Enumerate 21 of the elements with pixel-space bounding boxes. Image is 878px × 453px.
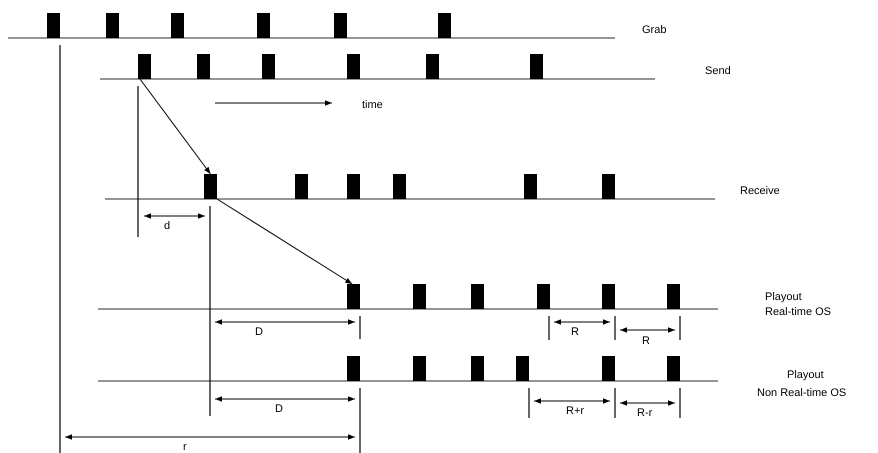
dimension-label: D bbox=[275, 403, 283, 415]
row-label: Playout bbox=[787, 369, 824, 381]
row-label: Grab bbox=[642, 24, 666, 36]
axis-label: time bbox=[362, 99, 383, 111]
dimension-label: r bbox=[183, 441, 187, 453]
dimension-label: R+r bbox=[566, 405, 584, 417]
row-label: Non Real-time OS bbox=[757, 387, 846, 399]
dimension-label: R bbox=[642, 335, 650, 347]
dimension-label: d bbox=[164, 220, 170, 232]
dimension-label: D bbox=[255, 326, 263, 338]
dimension-label: R-r bbox=[637, 407, 652, 419]
arrow bbox=[216, 198, 353, 284]
row-label: Playout bbox=[765, 291, 802, 303]
pulse-bar bbox=[347, 284, 360, 309]
row-label: Send bbox=[705, 65, 731, 77]
dimension-label: R bbox=[571, 326, 579, 338]
row-label: Real-time OS bbox=[765, 306, 832, 318]
pulse-bar bbox=[204, 174, 217, 199]
pulse-bar bbox=[138, 54, 151, 79]
row-label: Receive bbox=[740, 185, 780, 197]
arrow bbox=[139, 78, 211, 174]
